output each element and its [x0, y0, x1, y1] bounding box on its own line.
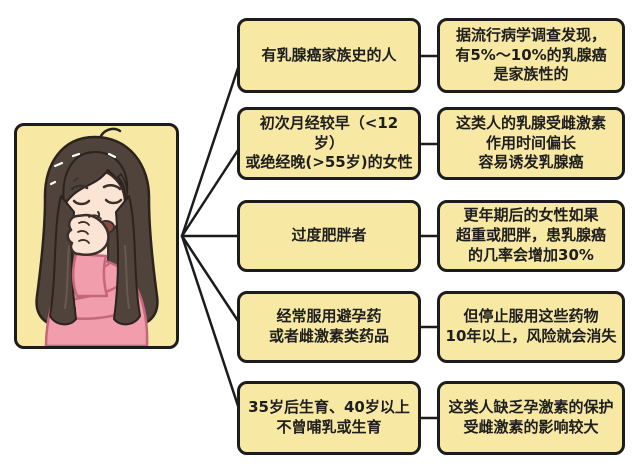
risk-factor-box-3: 过度肥胖者: [237, 200, 421, 272]
risk-detail-box-2: 这类人的乳腺受雌激素 作用时间偏长 容易诱发乳腺癌: [437, 107, 625, 180]
worried-woman-illustration: [35, 127, 159, 346]
risk-factor-box-2: 初次月经较早（<12岁） 或绝经晚(>55岁)的女性: [237, 107, 421, 180]
risk-factor-box-4: 经常服用避孕药 或者雌激素类药品: [237, 291, 421, 363]
risk-detail-box-5: 这类人缺乏孕激素的保护 受雌激素的影响较大: [437, 381, 625, 455]
risk-detail-box-1: 据流行病学调查发现， 有5%～10%的乳腺癌 是家族性的: [437, 18, 625, 93]
risk-detail-box-3: 更年期后的女性如果 超重或肥胖，患乳腺癌 的几率会增加30%: [437, 200, 625, 272]
risk-factor-box-5: 35岁后生育、40岁以上 不曾哺乳或生育: [237, 381, 421, 455]
woman-card: [14, 123, 179, 349]
risk-factor-box-1: 有乳腺癌家族史的人: [237, 18, 421, 93]
risk-detail-box-4: 但停止服用这些药物 10年以上，风险就会消失: [437, 291, 625, 363]
